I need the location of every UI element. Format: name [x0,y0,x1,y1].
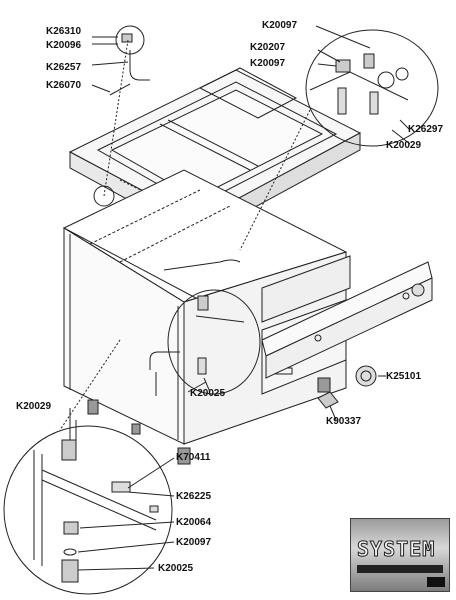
part-label-k20064: K20064 [176,517,212,528]
top-right-detail [239,25,439,251]
part-label-k70411: K70411 [176,452,211,463]
middle-detail [167,289,261,395]
part-label-k20097-bottom: K20097 [176,537,212,548]
logo-bar [357,565,443,573]
top-left-detail [91,25,150,207]
part-label-k26070: K26070 [46,80,82,91]
part-label-k20207: K20207 [250,42,286,53]
part-label-k20097-mid: K20097 [250,58,286,69]
control-knob [317,365,377,409]
part-label-k90337: K90337 [326,416,362,427]
system-logo: SYSTEM [350,518,450,592]
part-label-k26225: K26225 [176,491,212,502]
part-label-k26257: K26257 [46,62,82,73]
part-label-k20025-bottom: K20025 [158,563,194,574]
part-label-k20029-left: K20029 [16,401,52,412]
part-label-k20029-right: K20029 [386,140,422,151]
bottom-left-detail [3,339,173,595]
part-label-k20096: K20096 [46,40,82,51]
cabinet-feet [87,377,331,465]
part-label-k26310: K26310 [46,26,82,37]
logo-mark [427,577,445,587]
part-label-k26297: K26297 [408,124,444,135]
part-label-k20097-top: K20097 [262,20,298,31]
part-label-k20025-mid: K20025 [190,388,226,399]
control-panel [261,261,433,379]
logo-text: SYSTEM [356,537,436,562]
leader-lines [69,375,386,571]
part-label-k25101: K25101 [386,371,422,382]
